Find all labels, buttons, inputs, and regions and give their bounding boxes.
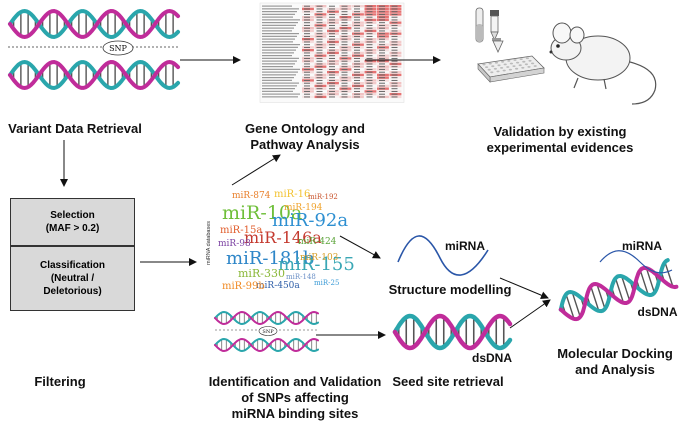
dsdna-helix-seed: [392, 313, 513, 351]
structure-modelling-label: Structure modelling: [388, 282, 512, 297]
identification-line2: of SNPs affecting: [241, 390, 349, 405]
mirna-docked-strand: [599, 250, 673, 274]
well-plate-icon: [477, 55, 545, 83]
classification-line2: (Neutral /: [50, 273, 95, 284]
snp-label-top: SNP: [109, 44, 127, 53]
classification-box: Classification (Neutral / Deletorious): [10, 246, 135, 311]
go-heatmap-table: [259, 2, 405, 103]
variant-retrieval-label: Variant Data Retrieval: [8, 121, 142, 136]
arrows: [60, 56, 551, 339]
wordcloud-term: miR-99b: [222, 281, 265, 292]
wordcloud-term: miR-424: [298, 237, 337, 247]
mirna-db-label: miRNA databases: [206, 221, 212, 265]
identification-line1: Identification and Validation: [208, 374, 382, 389]
eppendorf-icon: [492, 38, 504, 53]
mouse-icon: [549, 22, 657, 105]
wordcloud-term: miR-92a: [272, 210, 349, 231]
wordcloud-term: miR-874: [232, 191, 271, 201]
wordcloud-term: miR-16: [274, 189, 311, 200]
wordcloud-term: miR-10a: [222, 202, 303, 224]
gene-ontology-label: Gene Ontology and Pathway Analysis: [230, 121, 380, 153]
test-tube-icon: [475, 7, 484, 43]
wordcloud-term: miR-25: [314, 279, 340, 287]
gene-ontology-line1: Gene Ontology and: [245, 121, 365, 136]
validation-line1: Validation by existing: [493, 124, 627, 139]
docking-label: Molecular Docking and Analysis: [545, 346, 685, 378]
classification-title: Classification: [39, 260, 106, 271]
dna-helix-top: [8, 8, 180, 40]
validation-line2: experimental evidences: [486, 140, 634, 155]
variant-dna-illustration: [8, 8, 180, 91]
wordcloud-term: miR-15a: [220, 225, 263, 236]
wordcloud-term: miR-148: [286, 273, 316, 281]
dsdna-helix-docking: [558, 258, 679, 322]
wordcloud-term: miR-192: [308, 193, 338, 201]
wordcloud-term: miR-181b: [226, 248, 315, 269]
identification-line3: miRNA binding sites: [231, 406, 359, 421]
dna-helix-bottom: [8, 59, 180, 91]
snp-ellipse: [102, 40, 134, 56]
mirna-strand: [397, 235, 489, 276]
wordcloud-term: miR-146a: [244, 228, 322, 247]
gene-ontology-line2: Pathway Analysis: [250, 137, 360, 152]
snp-label-small: SNP: [262, 329, 274, 335]
selection-box: Selection (MAF > 0.2): [10, 198, 135, 246]
mirna-label-docking: miRNA: [621, 239, 662, 253]
docking-line1: Molecular Docking: [557, 346, 673, 361]
dsdna-label-seed: dsDNA: [471, 351, 512, 365]
dsdna-label-docking: dsDNA: [637, 305, 678, 319]
wordcloud-term: miR-330: [238, 267, 285, 280]
classification-line3: Deletorious): [43, 286, 102, 297]
vial-icon: [490, 10, 499, 41]
wordcloud-term: miR-98: [218, 239, 251, 249]
validation-label: Validation by existing experimental evid…: [460, 124, 660, 156]
selection-criterion: (MAF > 0.2): [45, 223, 100, 234]
identification-label: Identification and Validation of SNPs af…: [190, 374, 400, 422]
filtering-label: Filtering: [34, 374, 86, 389]
lab-validation-illustration: [475, 7, 657, 105]
wordcloud-term: miR-103: [300, 253, 339, 263]
dna-helix-small-top: [214, 310, 319, 326]
wordcloud-term: miR-450a: [256, 281, 300, 291]
wordcloud-term: miR-155: [278, 254, 355, 275]
selection-title: Selection: [50, 210, 95, 221]
snp-ellipse-small: [258, 326, 278, 336]
dna-helix-small-bottom: [214, 337, 319, 353]
seed-site-label: Seed site retrieval: [392, 374, 504, 389]
wordcloud-term: miR-194: [284, 203, 323, 213]
docking-line2: and Analysis: [575, 362, 655, 377]
mirna-label-structure: miRNA: [444, 239, 485, 253]
